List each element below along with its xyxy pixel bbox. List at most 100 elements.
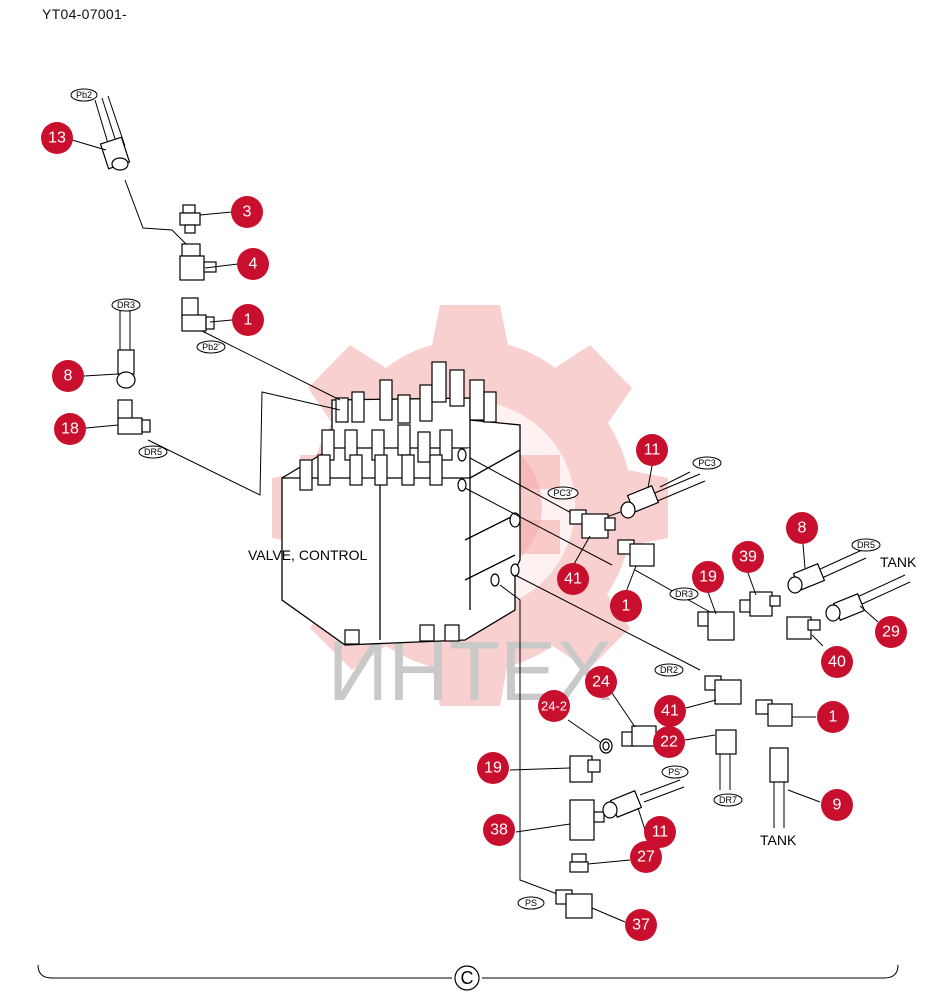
callout-22: 22 (653, 726, 685, 758)
callout-11-a: 11 (636, 434, 668, 466)
part-tee-39 (739, 591, 781, 617)
port-label-dr3-b: DR3 (669, 587, 699, 601)
callout-19-b: 19 (477, 752, 509, 784)
svg-text:24: 24 (592, 674, 610, 691)
svg-text:DR3: DR3 (675, 589, 693, 599)
part-elbow-1a (181, 297, 215, 332)
callout-41-a: 41 (557, 563, 589, 595)
svg-text:41: 41 (661, 703, 679, 720)
svg-text:9: 9 (833, 797, 842, 814)
valve-control-label: VALVE, CONTROL (248, 547, 368, 563)
callout-3: 3 (231, 196, 263, 228)
part-tee-41a (569, 509, 616, 539)
port-label-dr7: DR7 (713, 793, 743, 807)
svg-text:13: 13 (48, 130, 66, 147)
callout-24: 24 (585, 666, 617, 698)
port-label-pc3: PC3 (692, 456, 722, 470)
svg-text:PC3': PC3' (553, 488, 573, 498)
port-label-ps-prime: PS' (661, 765, 689, 779)
port-label-pb2: Pb2 (70, 88, 98, 102)
port-label-pb2-prime: Pb2' (196, 340, 226, 354)
svg-text:DR2: DR2 (660, 665, 678, 675)
tank-label-upper: TANK (880, 554, 917, 570)
svg-text:3: 3 (243, 204, 252, 221)
callout-leaders (71, 139, 879, 923)
callout-1-b: 1 (610, 590, 642, 622)
svg-text:11: 11 (644, 442, 661, 459)
part-tee-41b (704, 675, 742, 705)
part-elbow-1b (617, 539, 655, 567)
svg-text:8: 8 (798, 520, 807, 537)
part-elbow-1c (755, 699, 793, 727)
port-label-pc3-prime: PC3' (547, 486, 579, 500)
svg-text:PS: PS (525, 898, 537, 908)
svg-text:27: 27 (637, 849, 655, 866)
callout-9: 9 (821, 789, 853, 821)
callout-4: 4 (237, 248, 269, 280)
svg-text:1: 1 (622, 598, 631, 615)
port-label-dr5-a: DR5 (138, 445, 168, 459)
callout-24-2: 24-2 (538, 690, 570, 722)
part-fitting-24 (621, 725, 657, 747)
svg-text:37: 37 (632, 917, 650, 934)
part-block-38 (569, 799, 605, 841)
callout-13: 13 (41, 122, 73, 154)
svg-text:11: 11 (652, 824, 669, 841)
svg-text:41: 41 (564, 571, 582, 588)
section-letter: C (461, 968, 474, 988)
part-oring-24-2 (599, 738, 613, 754)
part-elbow-19b (569, 755, 601, 783)
port-label-dr3-a: DR3 (111, 298, 141, 312)
part-hose-11a (620, 473, 706, 519)
part-valve-4 (179, 243, 217, 281)
svg-text:19: 19 (484, 760, 502, 777)
callout-18: 18 (54, 413, 86, 445)
svg-text:DR5: DR5 (144, 447, 162, 457)
callout-37: 37 (625, 909, 657, 941)
svg-text:18: 18 (61, 421, 79, 438)
svg-text:24-2: 24-2 (541, 699, 567, 714)
svg-text:19: 19 (699, 569, 717, 586)
callout-40: 40 (821, 646, 853, 678)
callout-1-a: 1 (232, 304, 264, 336)
part-hose-9 (769, 747, 789, 828)
callout-11-b: 11 (644, 816, 676, 848)
part-fitting-27 (569, 853, 589, 873)
callout-19-a: 19 (692, 561, 724, 593)
part-hose-22 (715, 729, 737, 790)
callout-8-b: 8 (786, 512, 818, 544)
svg-text:Pb2': Pb2' (202, 342, 220, 352)
svg-text:40: 40 (828, 654, 846, 671)
svg-text:29: 29 (882, 624, 900, 641)
control-valve-body (281, 361, 521, 646)
svg-text:PC3: PC3 (698, 458, 716, 468)
callout-38: 38 (483, 814, 515, 846)
svg-text:4: 4 (249, 256, 258, 273)
svg-text:DR7: DR7 (719, 795, 737, 805)
part-elbow-18 (117, 399, 151, 435)
svg-text:39: 39 (739, 549, 757, 566)
callout-27: 27 (630, 841, 662, 873)
callout-8-a: 8 (52, 360, 84, 392)
svg-text:PS': PS' (668, 767, 682, 777)
part-elbow-40 (786, 616, 821, 640)
svg-text:38: 38 (490, 822, 508, 839)
part-hose-8a (116, 310, 136, 389)
port-label-dr5-b: DR5 (851, 538, 881, 552)
svg-text:22: 22 (660, 734, 678, 751)
part-elbow-37 (555, 889, 593, 919)
callout-1-c: 1 (817, 701, 849, 733)
callout-41-b: 41 (654, 695, 686, 727)
svg-text:1: 1 (244, 312, 253, 329)
connection-lines (124, 179, 711, 896)
document-code: YT04-07001- (42, 6, 128, 22)
tank-label-lower: TANK (760, 832, 797, 848)
svg-text:1: 1 (829, 709, 838, 726)
section-bracket: C (37, 964, 899, 991)
svg-text:DR3: DR3 (117, 300, 135, 310)
port-label-ps: PS (517, 896, 545, 910)
part-hose-11b (602, 779, 685, 819)
svg-text:8: 8 (64, 368, 73, 385)
part-fitting-3 (179, 204, 201, 234)
